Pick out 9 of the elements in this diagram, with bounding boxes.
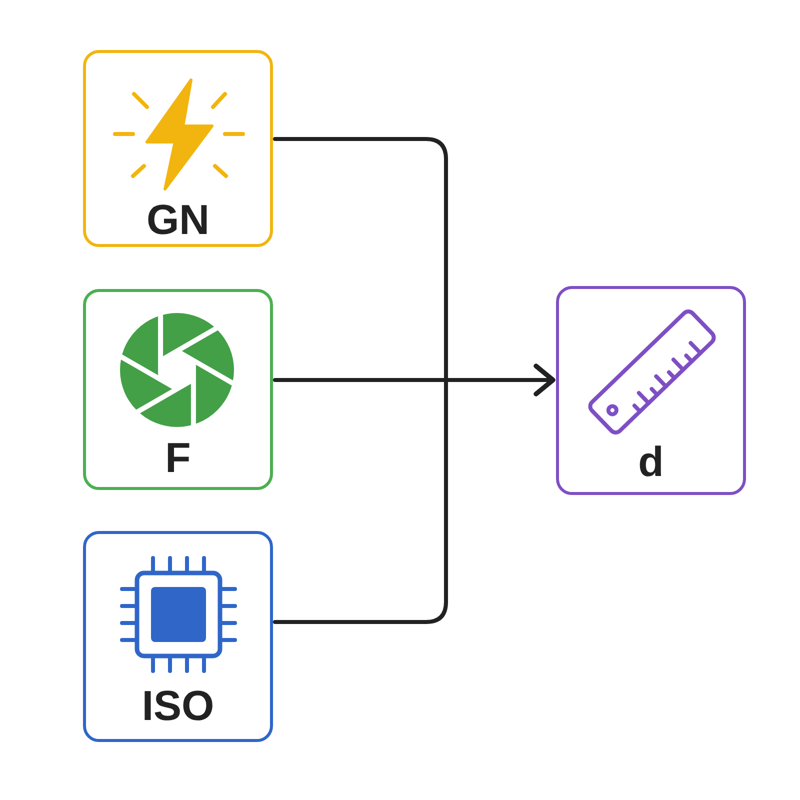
node-label: F [165, 437, 191, 479]
node-label: d [638, 441, 664, 483]
node-card [83, 50, 273, 247]
connector-arrow [273, 364, 556, 624]
node-card [83, 531, 273, 742]
node-card [83, 289, 273, 490]
node-label: ISO [142, 685, 214, 727]
node-label: GN [146, 199, 210, 241]
node-card [556, 286, 746, 495]
